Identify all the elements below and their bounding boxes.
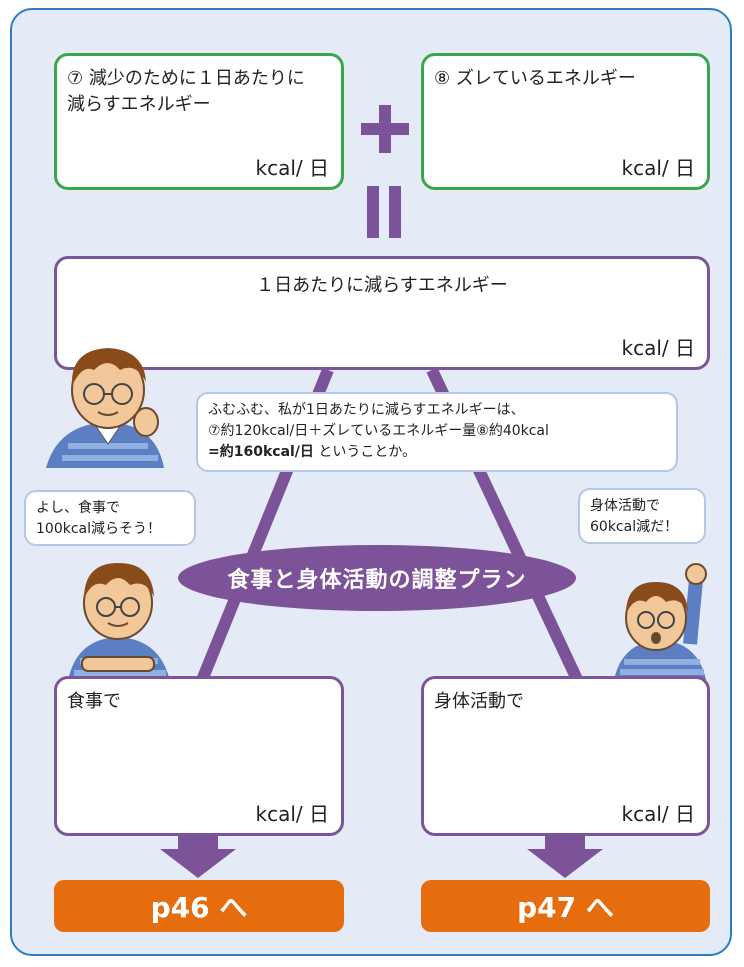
down-arrow-icon [160, 835, 236, 878]
box7-unit: kcal/ 日 [255, 156, 330, 180]
meal-plan-box: 食事で kcal/ 日 [54, 676, 344, 836]
speech-main-line1: ふむふむ、私が1日あたりに減らすエネルギーは、 [208, 402, 525, 418]
equals-icon [367, 186, 379, 238]
go-to-p46-button[interactable]: p46 へ [54, 880, 344, 932]
go-to-p47-button[interactable]: p47 へ [421, 880, 710, 932]
activity-unit: kcal/ 日 [621, 802, 696, 826]
meal-label: 食事で [67, 691, 121, 712]
activity-label: 身体活動で [434, 691, 524, 712]
box8-unit: kcal/ 日 [621, 156, 696, 180]
box8-label: ⑧ ズレているエネルギー [434, 68, 636, 89]
daily-reduction-box: １日あたりに減らすエネルギー kcal/ 日 [54, 256, 710, 370]
speech-main-total: =約160kcal/日 [208, 444, 314, 460]
man-exercising-illustration [614, 563, 707, 680]
main-speech-bubble: ふむふむ、私が1日あたりに減らすエネルギーは、 ⑦約120kcal/日＋ズレてい… [196, 392, 678, 472]
man-thinking-illustration [46, 348, 164, 468]
man-deciding-illustration [68, 563, 170, 681]
activity-plan-box: 身体活動で kcal/ 日 [421, 676, 710, 836]
down-arrow-icon [527, 835, 603, 878]
reduction-energy-box: ⑦ 減少のために１日あたりに 減らすエネルギー kcal/ 日 [54, 53, 344, 190]
speech-right-line2: 60kcal減だ！ [590, 519, 679, 535]
speech-left-line2: 100kcal減らそう！ [36, 521, 161, 537]
speech-main-line2: ⑦約120kcal/日＋ズレているエネルギー量⑧約40kcal [208, 423, 549, 439]
speech-main-line3: ということか。 [313, 444, 417, 460]
box7-label: ⑦ 減少のために１日あたりに 減らすエネルギー [67, 68, 305, 115]
total-label: １日あたりに減らすエネルギー [256, 275, 508, 296]
left-speech-bubble: よし、食事で 100kcal減らそう！ [24, 490, 196, 546]
speech-left-line1: よし、食事で [36, 500, 120, 516]
meal-unit: kcal/ 日 [255, 802, 330, 826]
right-speech-bubble: 身体活動で 60kcal減だ！ [578, 488, 706, 544]
deviation-energy-box: ⑧ ズレているエネルギー kcal/ 日 [421, 53, 710, 190]
speech-right-line1: 身体活動で [590, 498, 660, 514]
plan-title-banner: 食事と身体活動の調整プラン [178, 545, 576, 611]
total-unit: kcal/ 日 [621, 336, 696, 360]
